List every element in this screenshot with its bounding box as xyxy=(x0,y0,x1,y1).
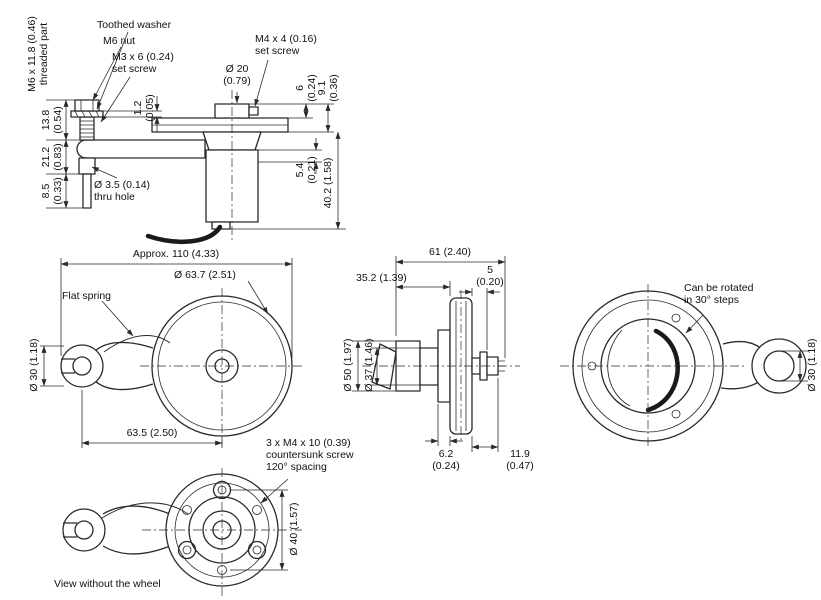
dim-11-9: 11.9 (0.47) xyxy=(506,448,534,472)
label-rotation-note: Can be rotated in 30° steps xyxy=(684,282,754,306)
label-m6-nut: M6 nut xyxy=(103,35,136,47)
dim-5: 5 (0.20) xyxy=(476,264,504,288)
label-m3-set-screw: M3 x 6 (0.24) set screw xyxy=(112,51,174,75)
label-flat-spring: Flat spring xyxy=(62,290,112,302)
dim-dia-20: Ø 20 (0.79) xyxy=(223,63,251,87)
dim-1-2: 1.2 (0.05) xyxy=(132,94,156,122)
dim-6-2: 6.2 (0.24) xyxy=(432,448,460,472)
caption-view-without-wheel: View without the wheel xyxy=(54,578,161,590)
dim-35-2: 35.2 (1.39) xyxy=(356,272,407,284)
dim-61: 61 (2.40) xyxy=(428,246,472,258)
dim-dia-40: Ø 40 (1.57) xyxy=(288,502,300,556)
front-view-drawing xyxy=(60,288,302,446)
no-wheel-view-drawing xyxy=(62,468,302,596)
label-screw-note: 3 x M4 x 10 (0.39) countersunk screw 120… xyxy=(266,437,354,473)
wheel-side-view-dimensions xyxy=(352,256,506,452)
dim-5-4: 5.4 (0.21) xyxy=(294,156,318,184)
side-view-dimensions xyxy=(46,31,346,230)
dim-6: 6 (0.24) xyxy=(294,74,318,102)
dim-dia-63-7: Ø 63.7 (2.51) xyxy=(174,269,236,281)
dim-dia-37: Ø 37 (1.46) xyxy=(363,338,375,392)
label-toothed-washer: Toothed washer xyxy=(97,19,172,31)
label-threaded-part: M6 x 11.8 (0.46) threaded part xyxy=(26,16,50,92)
dim-40-2: 40.2 (1.58) xyxy=(322,157,334,209)
rear-view-dimensions xyxy=(685,314,808,382)
dim-63-5: 63.5 (2.50) xyxy=(126,427,178,439)
rear-view-drawing xyxy=(560,284,807,448)
dim-8-5: 8.5 (0.33) xyxy=(40,177,64,205)
dim-approx-110: Approx. 110 (4.33) xyxy=(132,248,220,260)
label-thru-hole: Ø 3.5 (0.14) thru hole xyxy=(94,179,151,203)
dim-dia-30-rear: Ø 30 (1.18) xyxy=(806,338,818,392)
side-view-drawing xyxy=(70,90,289,245)
dim-9-1: 9.1 (0.36) xyxy=(316,74,340,102)
dim-dia-50: Ø 50 (1.97) xyxy=(342,338,354,392)
dim-dia-30-front: Ø 30 (1.18) xyxy=(28,338,40,392)
label-m4-set-screw: M4 x 4 (0.16) set screw xyxy=(255,33,317,57)
front-view-dimensions xyxy=(40,258,293,448)
no-wheel-view-dimensions xyxy=(230,478,289,571)
wheel-side-view-drawing xyxy=(362,290,520,442)
